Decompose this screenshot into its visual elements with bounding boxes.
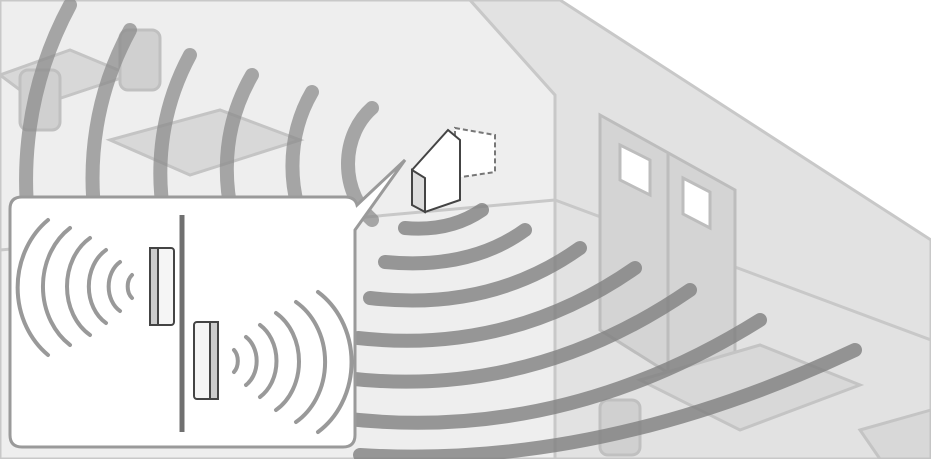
wireless-access-point-icon xyxy=(193,321,219,400)
inset-callout xyxy=(8,158,407,449)
door-icon xyxy=(598,112,737,418)
wireless-access-point-icon xyxy=(410,126,496,214)
signal-wave-icon xyxy=(232,290,354,434)
signal-wave-icon xyxy=(333,203,862,459)
signal-wave-icon xyxy=(15,218,134,357)
wireless-access-point-icon xyxy=(149,247,175,326)
